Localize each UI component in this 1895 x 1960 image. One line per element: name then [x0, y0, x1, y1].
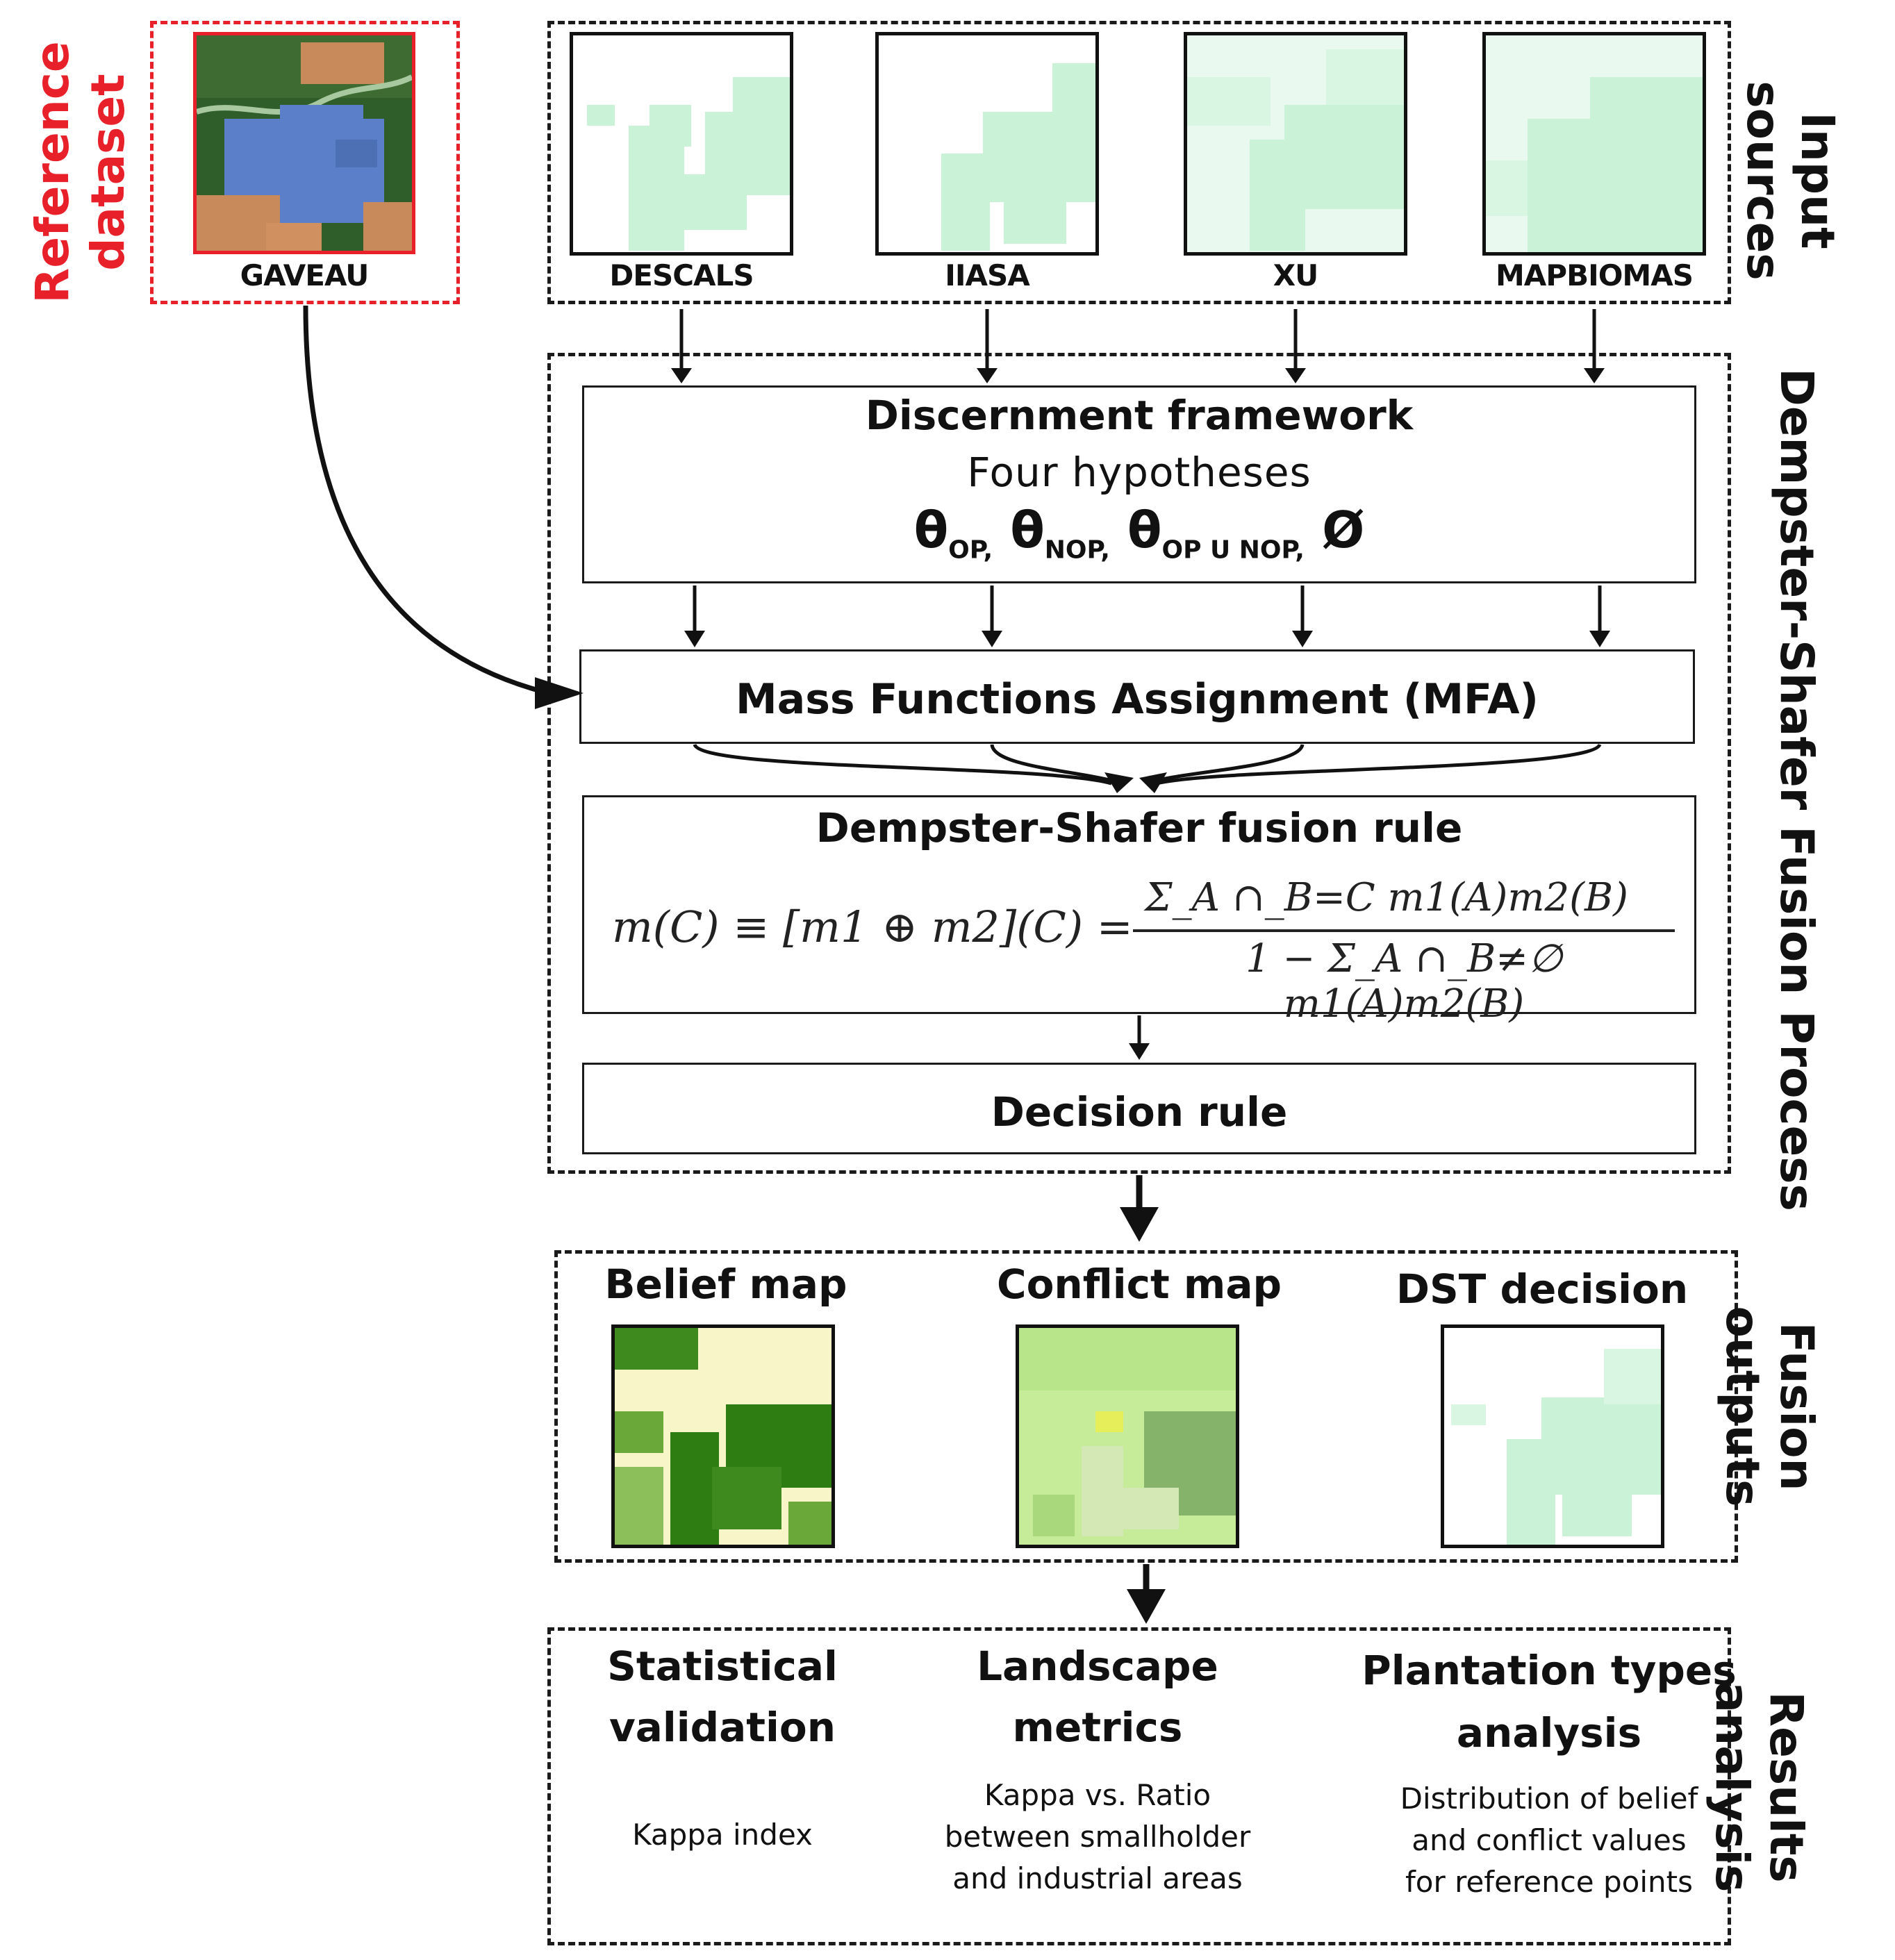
source-label-xu: XU: [1273, 258, 1319, 292]
arrowhead-process-outputs: [1120, 1207, 1159, 1242]
theta-nop: θ: [1010, 501, 1045, 559]
arrowhead-outputs-results: [1127, 1589, 1166, 1624]
landscape-metrics-desc: Kappa vs. Ratio between smallholder and …: [924, 1775, 1271, 1900]
input-sources-frame: [547, 21, 1731, 304]
empty-set: Ø: [1322, 501, 1365, 559]
xu-map-graphic: [1187, 35, 1404, 252]
belief-map-graphic: [615, 1328, 831, 1545]
arrow-converge-3: [1145, 744, 1305, 786]
statistical-validation-title: Statistical validation: [570, 1636, 875, 1758]
fusion-rule-title: Dempster-Shafer fusion rule: [816, 804, 1463, 852]
arrow-converge-2: [990, 744, 1123, 786]
arrowhead-converge-right: [1139, 772, 1167, 793]
reference-dataset-frame: [150, 21, 460, 304]
statistical-validation-desc: Kappa index: [570, 1814, 875, 1856]
plantation-types-desc: Distribution of belief and conflict valu…: [1368, 1778, 1730, 1903]
formula-denominator: 1 − Σ_A ∩_B≠∅ m1(A)m2(B): [1246, 936, 1562, 1027]
conflict-map-graphic: [1019, 1328, 1236, 1545]
mapbiomas-map-graphic: [1486, 35, 1703, 252]
results-analysis-frame: [547, 1627, 1731, 1945]
statistical-desc-line1: Kappa index: [632, 1818, 813, 1852]
statistical-title-line2: validation: [609, 1704, 836, 1751]
arrowhead-reference: [535, 677, 584, 709]
arrow-converge-4: [1156, 743, 1602, 786]
fraction-bar: [1133, 929, 1675, 932]
discernment-subtitle: Four hypotheses: [967, 449, 1311, 496]
conflict-map-title: Conflict map: [997, 1261, 1282, 1308]
gaveau-reference-image: [193, 32, 415, 254]
arrowhead-xu: [1285, 368, 1306, 383]
landscape-title-line1: Landscape: [977, 1643, 1218, 1690]
landscape-desc-line1: Kappa vs. Ratio: [984, 1778, 1211, 1812]
descals-map: [570, 32, 793, 256]
belief-map-title: Belief map: [604, 1261, 847, 1308]
conflict-map-image: [1016, 1324, 1239, 1548]
landscape-desc-line2: between smallholder: [944, 1820, 1251, 1854]
xu-map: [1184, 32, 1407, 256]
arrowhead-descals: [671, 368, 692, 383]
source-label-descals: DESCALS: [609, 258, 754, 292]
theta-opunop: θ: [1127, 501, 1162, 559]
statistical-title-line1: Statistical: [607, 1643, 838, 1690]
arrowhead-disc-mfa-3: [1292, 631, 1313, 647]
gaveau-satellite-graphic: [197, 35, 412, 251]
plantation-desc-line1: Distribution of belief: [1400, 1782, 1698, 1816]
plantation-title-line2: analysis: [1456, 1709, 1642, 1756]
gaveau-label: GAVEAU: [240, 258, 370, 292]
fusion-rule-box: Dempster-Shafer fusion rule m(C) ≡ [m1 ⊕…: [582, 795, 1696, 1027]
dst-decision-map-graphic: [1451, 1349, 1661, 1545]
fusion-outputs-frame: [554, 1250, 1738, 1563]
dst-decision-map-image: [1441, 1324, 1664, 1548]
iiasa-map-graphic: [941, 63, 1095, 251]
landscape-title-line2: metrics: [1012, 1704, 1183, 1751]
arrowhead-mapbiomas: [1584, 368, 1605, 383]
hypotheses-notation: θOP, θNOP, θOP U NOP, Ø: [584, 499, 1694, 581]
iiasa-map: [875, 32, 1099, 256]
descals-map-graphic: [587, 77, 790, 251]
decision-rule-title: Decision rule: [991, 1088, 1288, 1136]
formula-lhs: m(C) ≡ [m1 ⊕ m2](C) =: [612, 902, 1133, 952]
sub-op: OP,: [948, 535, 993, 565]
arrowhead-rule-decision: [1129, 1043, 1150, 1060]
decision-rule-box: Decision rule: [582, 1063, 1696, 1154]
theta-op: θ: [913, 501, 949, 559]
mfa-box: Mass Functions Assignment (MFA): [579, 649, 1695, 744]
plantation-title-line1: Plantation types: [1362, 1647, 1737, 1694]
belief-map-image: [611, 1324, 835, 1548]
plantation-desc-line2: and conflict values: [1412, 1823, 1687, 1857]
sub-opunop: OP U NOP,: [1161, 535, 1305, 565]
arrowhead-disc-mfa-4: [1589, 631, 1610, 647]
plantation-desc-line3: for reference points: [1405, 1865, 1693, 1899]
sub-nop: NOP,: [1044, 535, 1110, 565]
discernment-framework-box: Discernment framework Four hypotheses θO…: [582, 385, 1696, 583]
mapbiomas-map: [1482, 32, 1706, 256]
source-label-mapbiomas: MAPBIOMAS: [1496, 258, 1694, 292]
mfa-title: Mass Functions Assignment (MFA): [736, 675, 1539, 724]
discernment-title: Discernment framework: [865, 392, 1414, 439]
plantation-types-title: Plantation types analysis: [1362, 1639, 1737, 1764]
arrow-converge-1: [693, 743, 1112, 786]
arrowhead-converge-left: [1104, 772, 1134, 793]
formula-numerator: Σ_A ∩_B=C m1(A)m2(B): [1145, 875, 1628, 920]
source-label-iiasa: IIASA: [945, 258, 1030, 292]
landscape-metrics-title: Landscape metrics: [945, 1636, 1250, 1758]
arrow-reference-to-mfa: [303, 305, 549, 696]
arrowhead-iiasa: [977, 368, 998, 383]
arrowhead-disc-mfa-1: [684, 631, 705, 647]
landscape-desc-line3: and industrial areas: [952, 1861, 1243, 1895]
fusion-process-frame: [547, 353, 1731, 1174]
arrowhead-disc-mfa-2: [982, 631, 1002, 647]
